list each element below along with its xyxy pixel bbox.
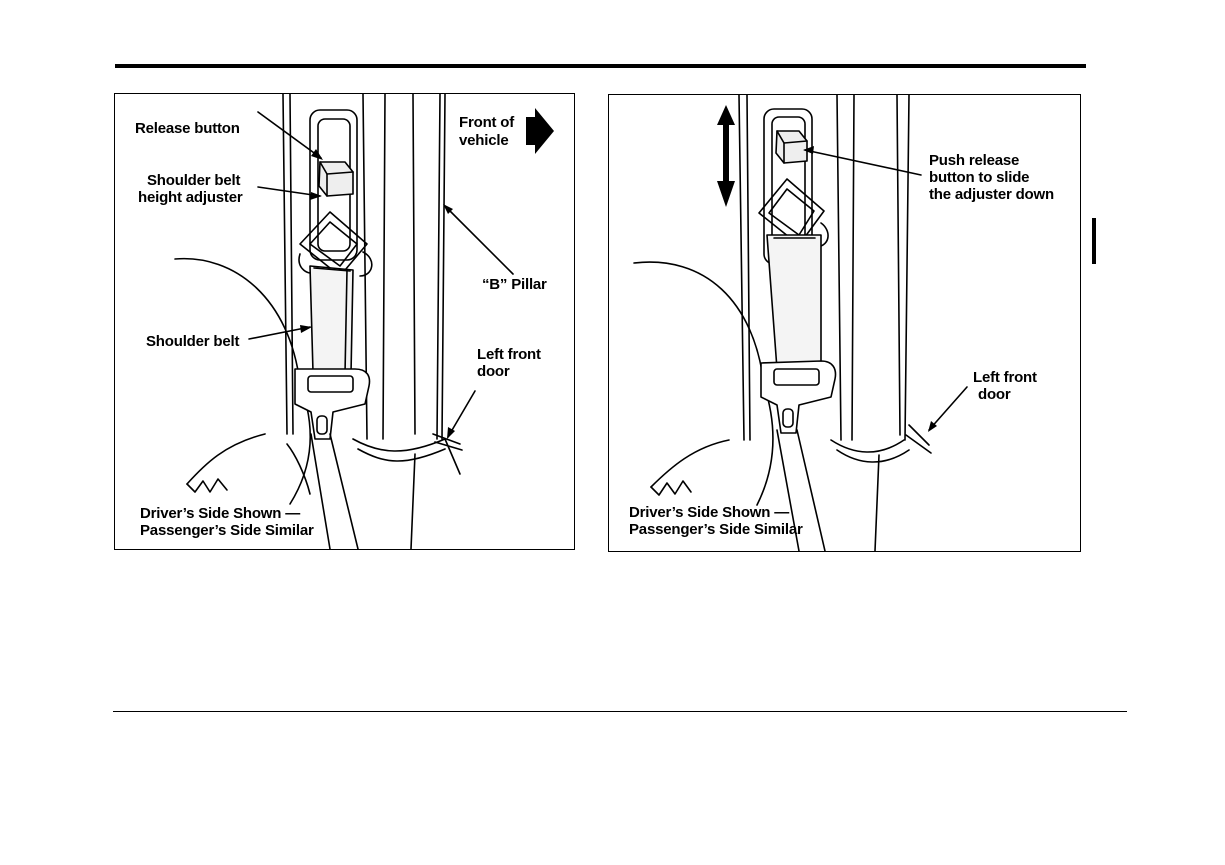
leader-door — [929, 387, 967, 430]
pillar-edge — [739, 95, 744, 440]
seat-cushion-outline — [651, 440, 729, 487]
label-front-of: Front of — [459, 114, 514, 131]
label-left-front: Left front — [477, 346, 541, 363]
seat-cushion-outline — [187, 434, 265, 484]
right-arrow-icon — [526, 108, 554, 154]
label-door: door — [477, 363, 510, 380]
bottom-rule — [113, 711, 1127, 712]
caption-line1: Driver’s Side Shown — — [629, 504, 789, 521]
caption-line2: Passenger’s Side Similar — [140, 522, 314, 539]
leader-push-release — [805, 150, 921, 175]
right-figure: Push release button to slide the adjuste… — [608, 94, 1081, 552]
label-release-button: Release button — [135, 120, 240, 137]
caption-line1: Driver’s Side Shown — — [140, 505, 300, 522]
release-button-shape — [319, 162, 353, 196]
top-rule — [115, 64, 1086, 68]
latch-plate — [295, 369, 369, 439]
caption-line2: Passenger’s Side Similar — [629, 521, 803, 538]
up-down-arrow-icon — [717, 105, 735, 207]
label-left-front: Left front — [973, 369, 1037, 386]
label-shoulder-belt: Shoulder belt — [146, 333, 239, 350]
leader-pillar — [445, 206, 513, 274]
label-button-to-slide: button to slide — [929, 169, 1029, 186]
label-adjuster-down: the adjuster down — [929, 186, 1054, 203]
section-tab-marker — [1092, 218, 1096, 264]
left-illustration — [115, 94, 574, 549]
label-b-pillar: “B” Pillar — [482, 276, 547, 293]
pillar-edge — [283, 94, 287, 434]
label-height-adjuster-line2: height adjuster — [138, 189, 243, 206]
label-vehicle: vehicle — [459, 132, 508, 149]
label-door: door — [978, 386, 1011, 403]
left-figure: Release button Shoulder belt height adju… — [114, 93, 575, 550]
shoulder-belt-webbing — [767, 235, 821, 369]
label-push-release: Push release — [929, 152, 1019, 169]
seat-back-outline — [634, 262, 764, 385]
label-height-adjuster-line1: Shoulder belt — [147, 172, 240, 189]
seat-back-outline — [175, 259, 300, 384]
